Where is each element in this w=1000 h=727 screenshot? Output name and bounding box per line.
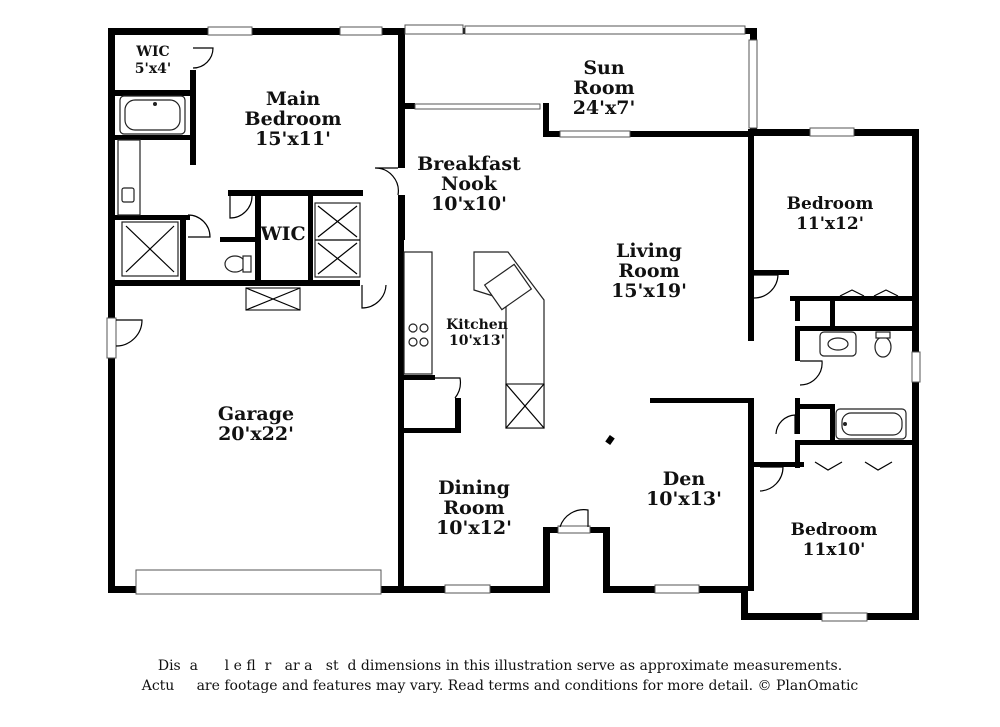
wic-small-name: WIC — [135, 44, 169, 60]
wic-small-size: 5'x4' — [135, 61, 171, 77]
sun-room-size: 24'x7' — [573, 97, 636, 119]
sink-icon — [121, 187, 135, 203]
bedroom-upper-name: Bedroom — [787, 194, 874, 214]
breakfast-nook-name-2: Nook — [441, 173, 498, 195]
kitchen-counter-icon — [403, 251, 433, 375]
dining-room-name-2: Room — [443, 497, 504, 519]
den-name: Den — [663, 468, 706, 490]
garage-name: Garage — [218, 403, 294, 425]
dining-room-size: 10'x12' — [436, 517, 512, 539]
windows — [106, 24, 921, 622]
living-room-name-1: Living — [616, 240, 682, 262]
main-bedroom-size: 15'x11' — [255, 128, 331, 150]
sun-room-name-2: Room — [573, 77, 634, 99]
floor-plan: WIC 5'x4' Main Bedroom 15'x11' Sun Room … — [106, 24, 921, 622]
toilet-icon — [874, 336, 892, 358]
kitchen-name: Kitchen — [446, 317, 508, 333]
sun-room-name-1: Sun — [583, 57, 625, 79]
breakfast-nook-name-1: Breakfast — [417, 153, 521, 175]
door-swings — [115, 47, 899, 528]
garage-size: 20'x22' — [218, 423, 294, 445]
disclaimer: Dis a l e fl r ar a st d dimensions in t… — [0, 656, 1000, 696]
room-labels: WIC 5'x4' Main Bedroom 15'x11' Sun Room … — [135, 44, 878, 560]
dining-room-name-1: Dining — [438, 477, 510, 499]
den-size: 10'x13' — [646, 488, 722, 510]
fixtures — [117, 95, 907, 440]
living-room-name-2: Room — [618, 260, 679, 282]
disclaimer-line-2: Actu are footage and features may vary. … — [141, 678, 859, 694]
kitchen-size: 10'x13' — [449, 333, 505, 349]
interior-walls — [115, 28, 919, 593]
main-bedroom-name-2: Bedroom — [245, 108, 342, 130]
bedroom-lower-name: Bedroom — [791, 520, 878, 540]
bedroom-lower-size: 11x10' — [803, 540, 866, 560]
wic-name: WIC — [259, 223, 305, 245]
breakfast-nook-size: 10'x10' — [431, 193, 507, 215]
bedroom-upper-size: 11'x12' — [796, 214, 864, 234]
vanity-icon — [117, 139, 141, 216]
main-bedroom-name-1: Main — [266, 88, 321, 110]
kitchen-sink-icon — [483, 263, 533, 311]
disclaimer-line-1: Dis a l e fl r ar a st d dimensions in t… — [157, 658, 843, 674]
stove-icon — [408, 323, 418, 333]
living-room-size: 15'x19' — [611, 280, 687, 302]
toilet-icon — [224, 255, 246, 273]
